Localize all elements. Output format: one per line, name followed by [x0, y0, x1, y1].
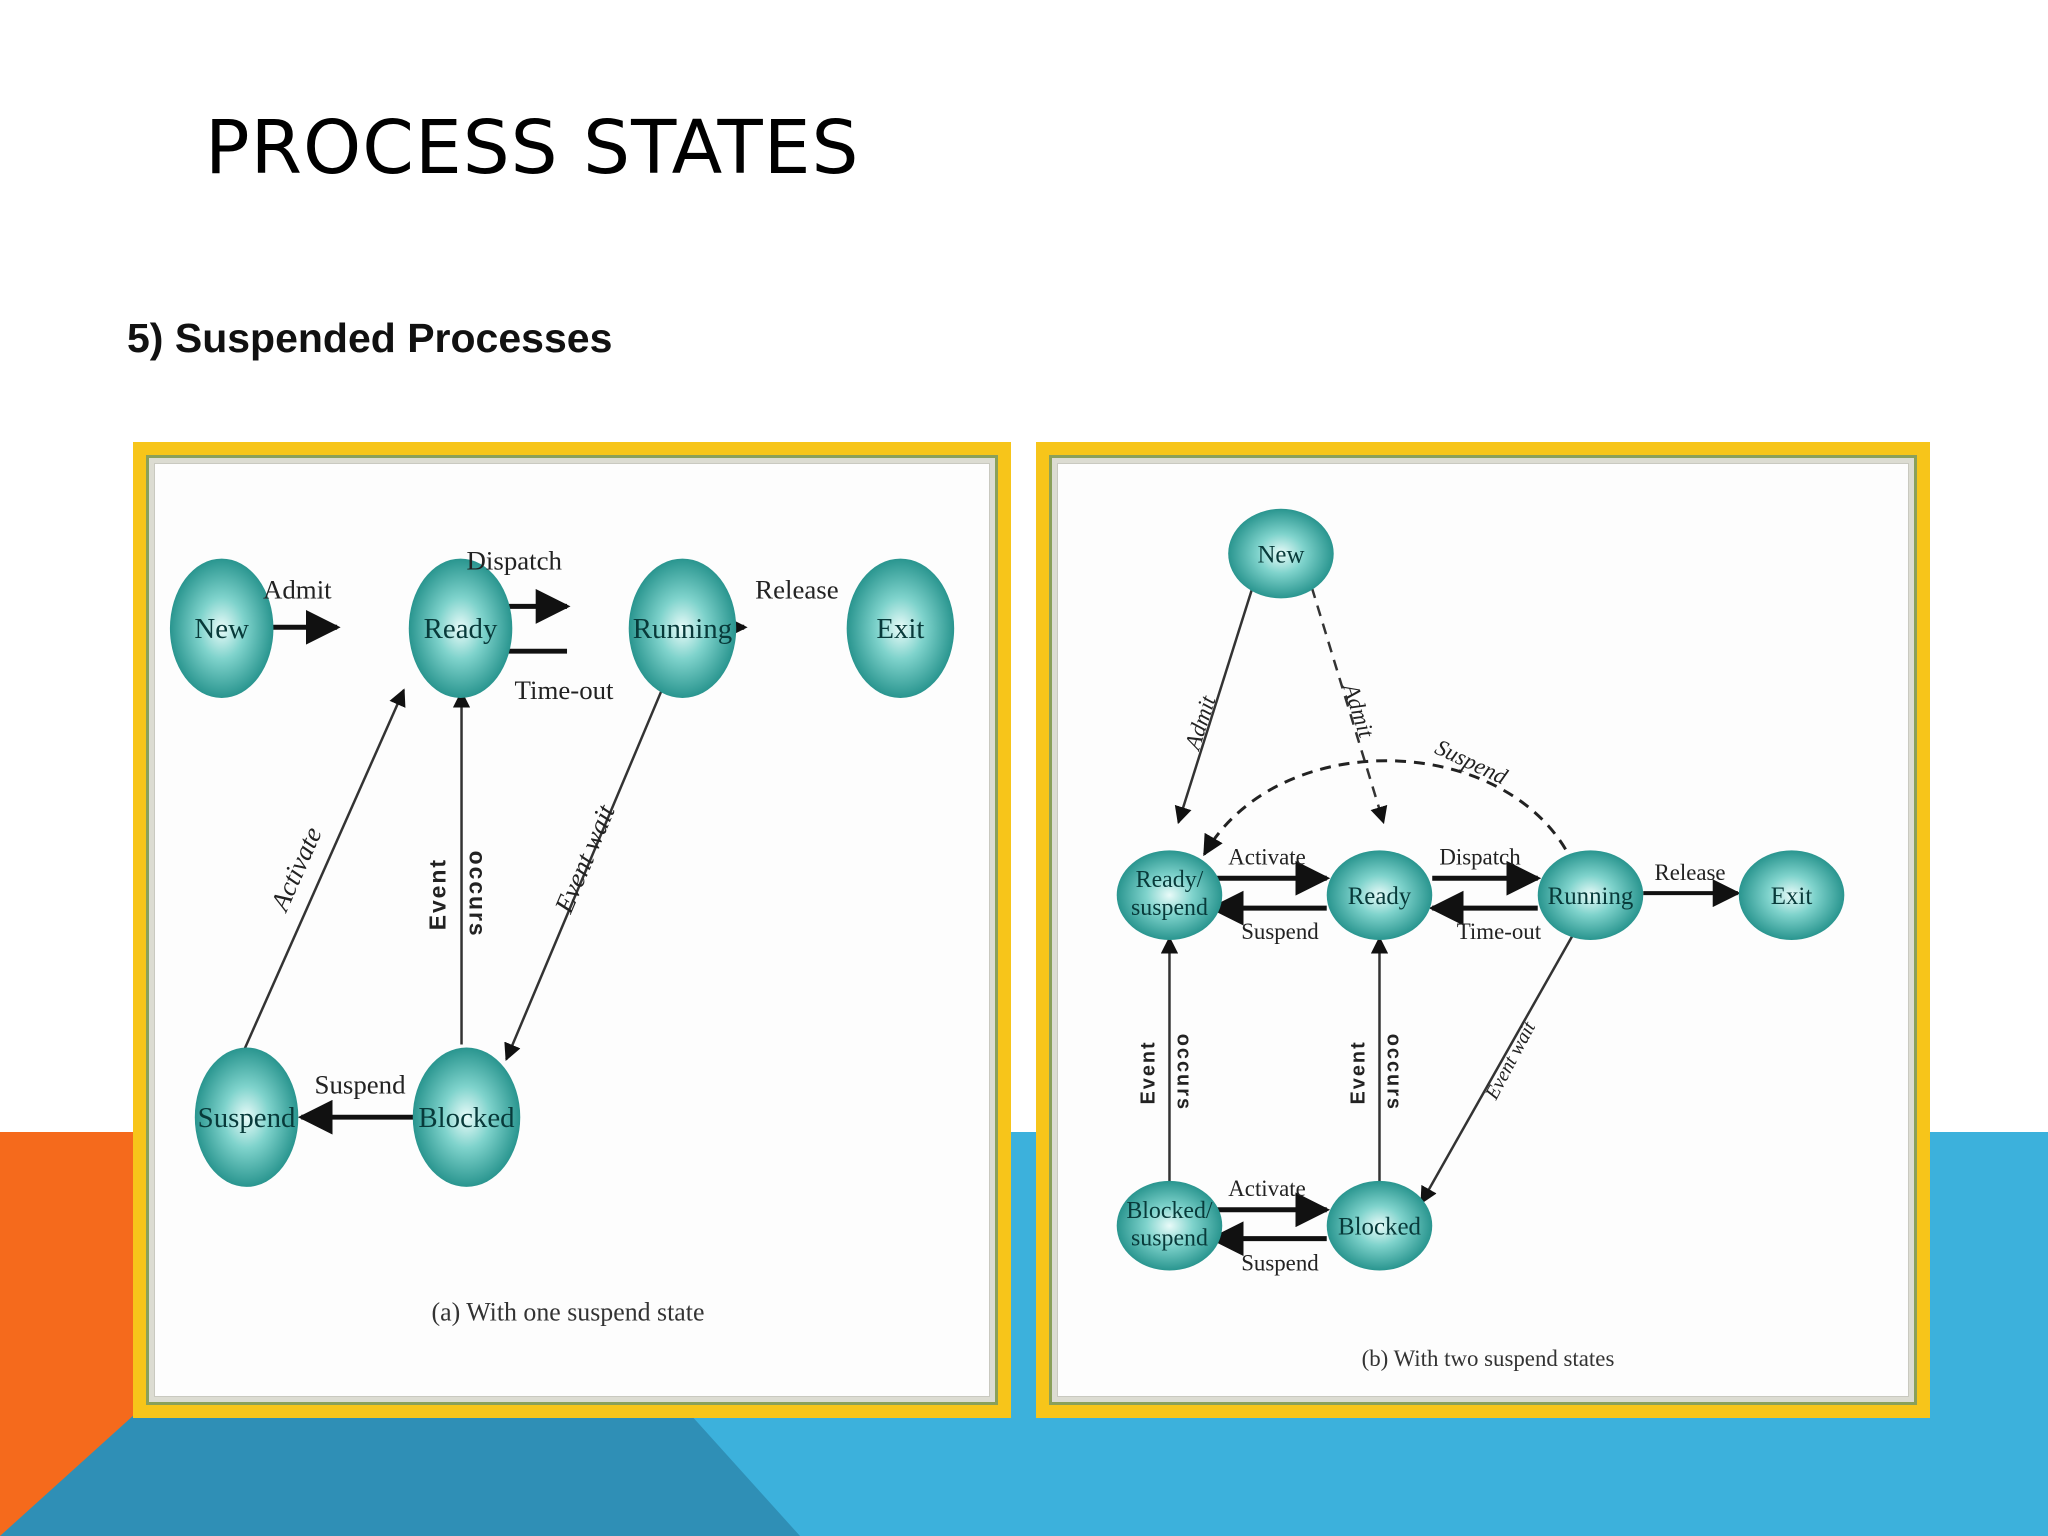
- caption-b: (b) With two suspend states: [1362, 1346, 1615, 1371]
- state-blocked-suspend-label-1: Blocked/: [1126, 1198, 1213, 1224]
- state-blocked-label: Blocked: [1338, 1214, 1421, 1241]
- diagram-b-border: New Ready/ suspend Ready Running E: [1049, 455, 1917, 1405]
- label-suspend-bottom: Suspend: [1241, 1251, 1319, 1276]
- label-release: Release: [1654, 860, 1725, 885]
- label-event: Event: [425, 858, 451, 930]
- state-blocked: Blocked: [1326, 1180, 1433, 1271]
- label-activate-top: Activate: [1228, 844, 1305, 869]
- label-event-wait: Event wait: [1481, 1018, 1541, 1104]
- state-exit-label: Exit: [1771, 883, 1813, 910]
- state-running: Running: [1537, 850, 1644, 940]
- diagram-b: New Ready/ suspend Ready Running E: [1116, 508, 1845, 1371]
- slide-subtitle: 5) Suspended Processes: [127, 315, 613, 361]
- state-ready: Ready: [1326, 850, 1433, 940]
- edge-suspend-curve: [1203, 759, 1567, 857]
- label-event-left: Event: [1138, 1040, 1160, 1104]
- label-release: Release: [755, 574, 839, 604]
- label-dispatch: Dispatch: [1439, 844, 1521, 869]
- label-suspend-top: Suspend: [1241, 919, 1319, 944]
- label-suspend-curve: Suspend: [1431, 734, 1511, 789]
- diagram-b-panel: New Ready/ suspend Ready Running E: [1057, 463, 1909, 1397]
- state-exit-label: Exit: [876, 613, 924, 645]
- label-activate-bottom: Activate: [1228, 1176, 1305, 1201]
- state-new-label: New: [194, 613, 249, 645]
- label-event-wait: Event wait: [548, 800, 621, 918]
- diagram-a-frame: New Ready Running Exit Suspend: [133, 442, 1011, 1418]
- state-ready-suspend-label-2: suspend: [1131, 895, 1208, 921]
- state-blocked-suspend: Blocked/ suspend: [1116, 1180, 1223, 1271]
- state-ready-suspend-label-1: Ready/: [1136, 867, 1204, 893]
- state-ready-suspend: Ready/ suspend: [1116, 850, 1223, 940]
- label-timeout: Time-out: [515, 675, 615, 705]
- edge-event-wait: [1420, 931, 1576, 1205]
- edge-admit-right: [1310, 587, 1388, 825]
- label-timeout: Time-out: [1457, 919, 1542, 944]
- label-admit-left: Admit: [1179, 692, 1220, 754]
- label-dispatch: Dispatch: [467, 546, 563, 576]
- state-exit: Exit: [846, 558, 955, 698]
- label-activate: Activate: [264, 822, 328, 917]
- state-running-label: Running: [633, 613, 732, 645]
- edge-event-wait: [504, 680, 667, 1062]
- state-blocked-label: Blocked: [418, 1102, 515, 1134]
- diagram-a-panel: New Ready Running Exit Suspend: [154, 463, 990, 1397]
- state-suspend: Suspend: [194, 1047, 299, 1187]
- label-occurs: occurs: [464, 851, 490, 938]
- state-ready: Ready: [408, 558, 513, 698]
- orange-band: [0, 1132, 135, 1536]
- label-occurs-mid: occurs: [1382, 1034, 1404, 1111]
- state-new: New: [169, 558, 274, 698]
- label-event-mid: Event: [1348, 1040, 1370, 1104]
- state-blocked-suspend-label-2: suspend: [1131, 1226, 1208, 1252]
- dark-teal-band: [0, 1414, 800, 1536]
- label-admit: Admit: [263, 574, 332, 604]
- diagram-a: New Ready Running Exit Suspend: [169, 546, 955, 1326]
- state-blocked: Blocked: [412, 1047, 521, 1187]
- diagram-b-frame: New Ready/ suspend Ready Running E: [1036, 442, 1930, 1418]
- label-occurs-left: occurs: [1172, 1034, 1194, 1111]
- label-suspend: Suspend: [315, 1069, 407, 1099]
- state-new: New: [1228, 508, 1334, 599]
- state-suspend-label: Suspend: [198, 1102, 296, 1134]
- caption-a: (a) With one suspend state: [432, 1297, 705, 1326]
- state-ready-label: Ready: [424, 613, 498, 645]
- label-admit-right: Admit: [1338, 679, 1379, 741]
- state-ready-label: Ready: [1348, 883, 1412, 910]
- state-exit: Exit: [1738, 850, 1845, 940]
- slide-title: PROCESS STATES: [205, 105, 860, 191]
- state-new-label: New: [1257, 542, 1304, 569]
- edge-admit-left: [1174, 582, 1256, 825]
- diagram-a-border: New Ready Running Exit Suspend: [146, 455, 998, 1405]
- edge-activate: [241, 688, 406, 1054]
- state-running: Running: [628, 558, 737, 698]
- state-running-label: Running: [1548, 883, 1634, 910]
